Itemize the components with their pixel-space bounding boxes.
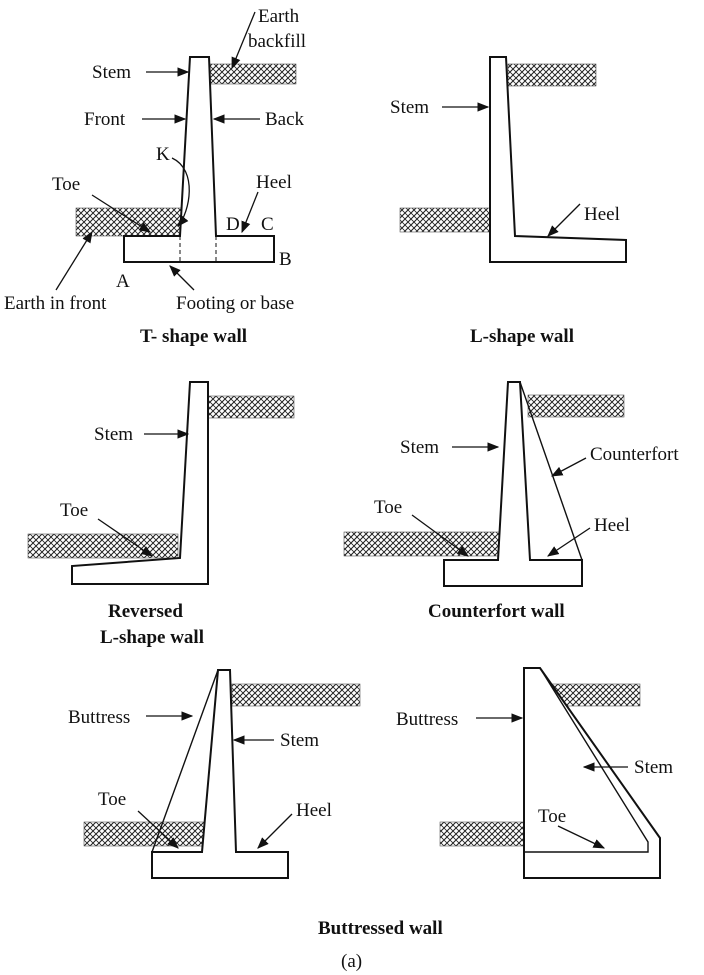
label-stem: Stem [390,97,429,118]
front-soil [343,531,501,557]
front-soil [27,533,179,559]
arrow-heel [547,527,591,557]
front-soil [399,207,491,233]
label-front: Front [84,109,126,130]
label-b: B [279,249,292,270]
part-label: (a) [341,951,362,972]
label-heel: Heel [256,172,292,193]
label-stem: Stem [400,437,439,458]
label-a: A [116,271,130,292]
arrow-earth-in-front [55,231,93,291]
arrow-footing [169,265,195,291]
label-heel: Heel [584,204,620,225]
buttressed-wall-right: Buttress Stem Toe [396,667,673,879]
counterfort-wall: Stem Counterfort Toe Heel Counterfort wa… [343,381,679,622]
arrow-earth-backfill [231,11,256,70]
label-footing: Footing or base [176,293,294,314]
label-k: K [156,144,170,165]
label-earth-backfill-1: Earth [258,6,300,27]
buttressed-wall-left: Buttress Stem Toe Heel [68,669,361,879]
l-wall-body [489,56,627,263]
caption-l-shape: L-shape wall [470,326,574,347]
reversed-l-shape-wall: Stem Toe Reversed L-shape wall [27,381,295,648]
counterfort-wall-body [443,381,583,587]
arrow-heel [241,191,259,234]
label-counterfort: Counterfort [590,444,679,465]
arrow-toe [557,825,606,849]
t-wall-body [123,56,275,263]
label-buttress: Buttress [68,707,130,728]
t-shape-wall: Earth backfill Stem Front Back K Toe Hee… [4,6,306,347]
caption-reversed-l-1: Reversed [108,601,183,622]
buttressed-right-body [523,667,661,879]
caption-counterfort: Counterfort wall [428,601,565,622]
l-shape-wall: Stem Heel L-shape wall [390,56,627,347]
buttressed-left-body [151,669,289,879]
label-toe: Toe [52,174,80,195]
arrow-toe [137,810,179,849]
arrow-toe [97,518,153,557]
label-buttress: Buttress [396,709,458,730]
caption-reversed-l-2: L-shape wall [100,627,204,648]
backfill-soil [209,63,297,85]
arrow-heel [257,813,293,849]
caption-buttressed: Buttressed wall [318,918,443,939]
arrow-heel [547,203,581,237]
label-toe: Toe [374,497,402,518]
label-toe: Toe [60,500,88,521]
arrow-toe [411,514,469,557]
buttress-line [151,669,219,853]
arrow-toe [91,194,151,233]
label-stem: Stem [634,757,673,778]
arrow-counterfort [550,457,587,477]
label-stem: Stem [280,730,319,751]
backfill-soil [527,394,625,418]
label-stem: Stem [92,62,131,83]
label-back: Back [265,109,305,130]
label-earth-backfill-2: backfill [248,31,306,52]
label-heel: Heel [594,515,630,536]
label-heel: Heel [296,800,332,821]
backfill-soil [207,395,295,419]
backfill-soil [507,63,597,87]
label-earth-in-front: Earth in front [4,293,107,314]
caption-t-shape: T- shape wall [140,326,247,347]
label-stem: Stem [94,424,133,445]
right-inner-profile [524,667,649,853]
label-c: C [261,214,274,235]
reversed-l-wall-body [71,381,209,585]
front-soil [75,207,187,237]
arrow-k [171,157,190,227]
label-d: D [226,214,240,235]
label-toe: Toe [538,806,566,827]
backfill-soil [231,683,361,707]
label-toe: Toe [98,789,126,810]
